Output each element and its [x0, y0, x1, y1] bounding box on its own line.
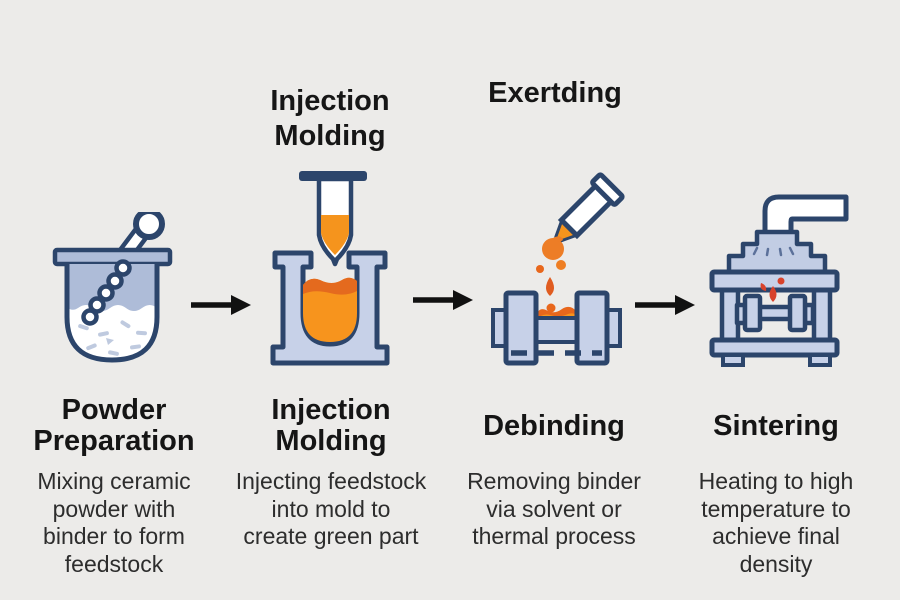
furnace-hood [726, 229, 828, 275]
mortar-rim [52, 247, 173, 267]
top-label-exertding: Exertding [488, 77, 622, 109]
step-description: Removing binder via solvent or thermal p… [467, 468, 641, 549]
step-sintering: Sintering Heating to high temperature to… [664, 393, 888, 578]
exhaust-pipe [762, 194, 849, 237]
binder-drops [536, 236, 566, 313]
step-powder-preparation: Powder Preparation Mixing ceramic powder… [8, 393, 220, 578]
press-fixture [491, 290, 622, 366]
injector-nozzle [299, 171, 367, 267]
hood-vents [752, 246, 795, 257]
step-title: Debinding [483, 409, 625, 442]
mortar-pestle-icon [52, 212, 173, 363]
step-debinding: Debinding Removing binder via solvent or… [444, 393, 664, 551]
step-description: Heating to high temperature to achieve f… [698, 468, 854, 577]
top-label-injection-molding: Injection Molding [270, 85, 390, 152]
sintering-furnace-icon [709, 194, 849, 367]
furnace-frame [709, 269, 840, 367]
heat-flame [760, 277, 785, 302]
particle-trail [81, 259, 132, 326]
molten-feedstock [303, 277, 357, 342]
step-injection-molding: Injection Molding Injecting feedstock in… [218, 393, 444, 551]
step-description: Mixing ceramic powder with binder to for… [37, 468, 191, 577]
mold-body [270, 250, 390, 366]
step-description: Injecting feedstock into mold to create … [235, 468, 427, 549]
step-title: Sintering [713, 409, 839, 442]
arrow-step3-to-step4 [635, 295, 695, 315]
solvent-tube [554, 172, 625, 243]
step-title: Powder Preparation [33, 394, 195, 457]
arrow-step1-to-step2 [191, 295, 251, 315]
injection-mold-icon [270, 171, 390, 366]
step-title: Injection Molding [271, 394, 391, 457]
sintered-part [734, 293, 816, 333]
debinding-press-icon [491, 172, 625, 366]
arrow-step2-to-step3 [413, 290, 473, 310]
powder-speckles [78, 320, 147, 356]
